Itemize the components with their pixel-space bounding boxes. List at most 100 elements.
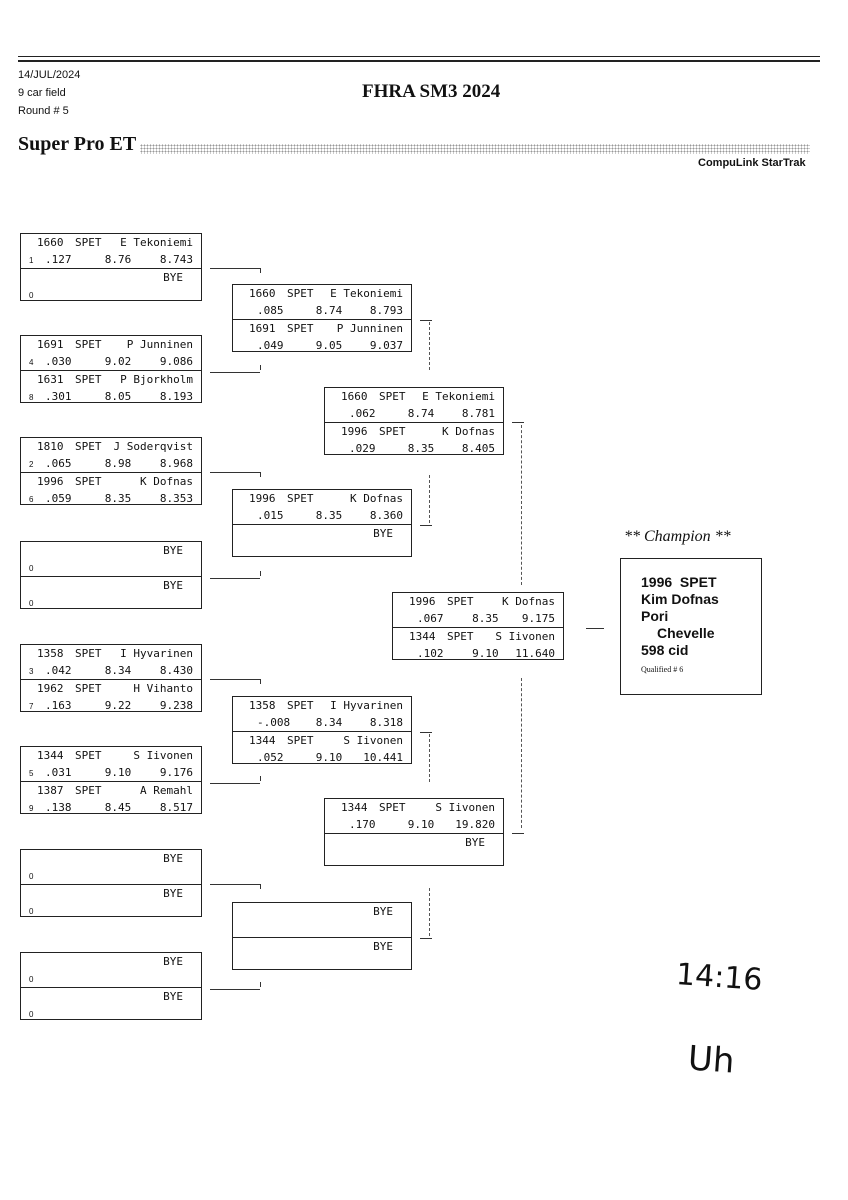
reaction-time: .059 bbox=[45, 492, 72, 505]
dial-in: 8.34 bbox=[315, 716, 343, 729]
round1-connector bbox=[210, 989, 260, 990]
car-number: 1344 bbox=[37, 749, 64, 762]
car-number: 1691 bbox=[249, 322, 276, 335]
reaction-time: .062 bbox=[349, 407, 376, 420]
driver-name: K Dofnas bbox=[502, 595, 555, 608]
seed-number: 3 bbox=[29, 667, 34, 676]
class-code: SPET bbox=[75, 236, 102, 249]
car-number: 1660 bbox=[249, 287, 276, 300]
round2-connector bbox=[420, 320, 432, 321]
elapsed-time: 8.360 bbox=[369, 509, 403, 522]
round2-connector-dash bbox=[429, 734, 430, 782]
reaction-time: .030 bbox=[45, 355, 72, 368]
car-number: 1387 bbox=[37, 784, 64, 797]
driver-name: I Hyvarinen bbox=[330, 699, 403, 712]
reaction-time: .127 bbox=[45, 253, 72, 266]
driver-name: S Iivonen bbox=[495, 630, 555, 643]
car-number: 1996 bbox=[341, 425, 368, 438]
class-code: SPET bbox=[75, 682, 102, 695]
driver-name: K Dofnas bbox=[442, 425, 495, 438]
elapsed-time: 9.238 bbox=[159, 699, 193, 712]
round1-connector bbox=[210, 472, 260, 473]
round2-connector-dash bbox=[429, 475, 430, 523]
round1-connector bbox=[210, 679, 260, 680]
car-number: 1810 bbox=[37, 440, 64, 453]
dial-in: 9.10 bbox=[407, 818, 435, 831]
elapsed-time: 8.793 bbox=[369, 304, 403, 317]
round3-connector bbox=[512, 833, 524, 834]
driver-name: E Tekoniemi bbox=[330, 287, 403, 300]
dial-in: 9.02 bbox=[104, 355, 132, 368]
dial-in: 8.35 bbox=[104, 492, 132, 505]
car-number: 1358 bbox=[249, 699, 276, 712]
slot-top-entry: BYE 0 bbox=[21, 542, 201, 576]
reaction-time: .065 bbox=[45, 457, 72, 470]
elapsed-time: 8.318 bbox=[369, 716, 403, 729]
slot-bottom-entry: BYE bbox=[233, 524, 411, 559]
brand-label: CompuLink StarTrak bbox=[698, 157, 806, 169]
round1-connector-tick bbox=[260, 679, 261, 684]
dial-in: 8.98 bbox=[104, 457, 132, 470]
elapsed-time: 19.820 bbox=[455, 818, 495, 831]
champion-box: 1996 SPET Kim Dofnas Pori Chevelle 598 c… bbox=[620, 558, 762, 695]
reaction-time: .085 bbox=[257, 304, 284, 317]
bye-label: BYE bbox=[163, 955, 183, 968]
bye-label: BYE bbox=[163, 579, 183, 592]
elapsed-time: 8.193 bbox=[159, 390, 193, 403]
seed-number: 0 bbox=[29, 907, 34, 916]
elapsed-time: 8.781 bbox=[461, 407, 495, 420]
slot-top-entry: BYE bbox=[233, 903, 411, 937]
car-number: 1691 bbox=[37, 338, 64, 351]
driver-name: P Junninen bbox=[336, 322, 403, 335]
driver-name: J Soderqvist bbox=[113, 440, 193, 453]
car-number: 1660 bbox=[37, 236, 64, 249]
seed-number: 0 bbox=[29, 975, 34, 984]
seed-number: 1 bbox=[29, 256, 34, 265]
driver-name: A Remahl bbox=[140, 784, 193, 797]
dial-in: 8.35 bbox=[472, 612, 499, 625]
champion-qualified: Qualified # 6 bbox=[641, 665, 684, 674]
round1-connector-tick bbox=[260, 571, 261, 576]
seed-number: 0 bbox=[29, 564, 34, 573]
reaction-time: .049 bbox=[257, 339, 284, 352]
driver-name: S Iivonen bbox=[435, 801, 495, 814]
round-number: Round # 5 bbox=[18, 105, 69, 117]
reaction-time: .102 bbox=[417, 647, 444, 660]
seed-number: 4 bbox=[29, 358, 34, 367]
class-code: SPET bbox=[75, 475, 102, 488]
round1-connector-tick bbox=[260, 472, 261, 477]
bye-label: BYE bbox=[163, 887, 183, 900]
elapsed-time: 11.640 bbox=[515, 647, 555, 660]
elapsed-time: 9.037 bbox=[369, 339, 403, 352]
bye-label: BYE bbox=[163, 544, 183, 557]
seed-number: 2 bbox=[29, 460, 34, 469]
class-code: SPET bbox=[379, 801, 406, 814]
event-date: 14/JUL/2024 bbox=[18, 69, 81, 81]
slot-bottom-entry: BYE bbox=[325, 833, 503, 868]
round1-connector-tick bbox=[260, 365, 261, 370]
round1-connector bbox=[210, 372, 260, 373]
car-number: 1358 bbox=[37, 647, 64, 660]
class-code: SPET bbox=[75, 784, 102, 797]
class-code: SPET bbox=[75, 373, 102, 386]
dial-in: 9.10 bbox=[315, 751, 343, 764]
reaction-time: .163 bbox=[45, 699, 72, 712]
elapsed-time: 8.517 bbox=[159, 801, 193, 814]
class-code: SPET bbox=[75, 440, 102, 453]
round1-connector-tick bbox=[260, 884, 261, 889]
class-code: SPET bbox=[379, 425, 406, 438]
champion-engine: 598 cid bbox=[641, 642, 689, 658]
car-number: 1660 bbox=[341, 390, 368, 403]
